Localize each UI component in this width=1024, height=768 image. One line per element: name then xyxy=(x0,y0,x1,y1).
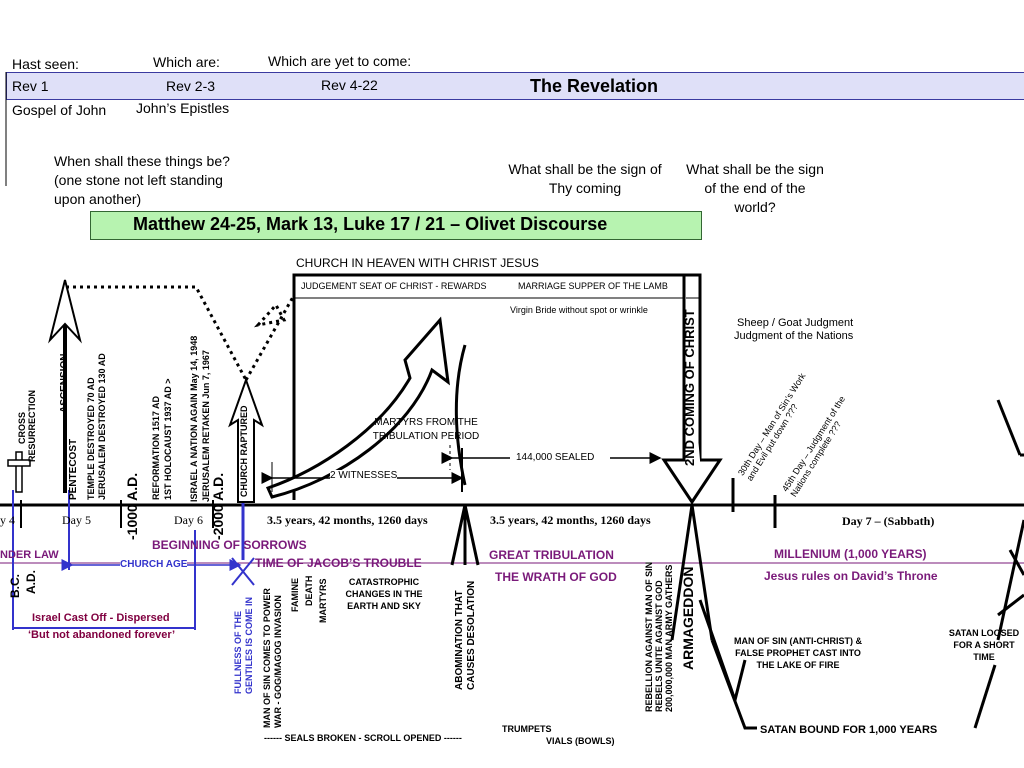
church-in-heaven-label: CHURCH IN HEAVEN WITH CHRIST JESUS xyxy=(296,256,539,270)
which-are-label: Which are: xyxy=(153,54,220,70)
rebellion-text-2: REBELS UNITE AGAINST GOD xyxy=(654,580,664,712)
jerusalem-text: JERUSALEM DESTROYED 130 AD xyxy=(97,353,107,500)
resurrection-text: RESURRECTION xyxy=(27,389,37,462)
reformation-holocaust-label: REFORMATION 1517 AD 1ST HOLOCAUST 1937 A… xyxy=(150,379,174,500)
satan-bound-label: SATAN BOUND FOR 1,000 YEARS xyxy=(760,724,938,736)
gospel-john-label: Gospel of John xyxy=(12,102,107,118)
question-sign-coming: What shall be the sign of Thy coming xyxy=(508,161,662,196)
two-witnesses-label: 2 WITNESSES xyxy=(330,470,398,481)
martyrs-trib-label: MARTYRS FROM THE TRIBULATION PERIOD xyxy=(372,417,480,442)
catastrophic-label: CATASTROPHIC CHANGES IN THE EARTH AND SK… xyxy=(345,577,423,611)
man-of-sin-lake-label: MAN OF SIN (ANTI-CHRIST) & FALSE PROPHET… xyxy=(734,636,862,670)
reformation-text: REFORMATION 1517 AD xyxy=(151,395,161,500)
olivet-discourse-banner xyxy=(90,211,702,240)
man-of-sin-text-1: MAN OF SIN COMES TO POWER xyxy=(262,588,272,728)
sealed-label: 144,000 SEALED xyxy=(516,452,595,463)
virgin-bride-label: Virgin Bride without spot or wrinkle xyxy=(510,305,648,315)
ascension-label: ASCENSION xyxy=(59,353,70,413)
under-law-label: NDER LAW xyxy=(0,549,59,561)
bc-label: B.C. xyxy=(8,574,22,598)
man-of-sin-power-label: MAN OF SIN COMES TO POWER WAR - GOG/MAGO… xyxy=(262,588,284,728)
years1-label: 3.5 years, 42 months, 1260 days xyxy=(267,513,428,527)
yet-to-come-label: Which are yet to come: xyxy=(268,53,412,69)
revelation-band xyxy=(6,72,1024,100)
rebellion-label: REBELLION AGAINST MAN OF SIN REBELS UNIT… xyxy=(644,562,674,712)
day7-label: Day 7 – (Sabbath) xyxy=(842,514,935,528)
day6-label: Day 6 xyxy=(174,513,203,527)
famine-label: FAMINE xyxy=(290,577,300,612)
seals-label: ------ SEALS BROKEN - SCROLL OPENED ----… xyxy=(264,733,462,743)
day5-label: Day 5 xyxy=(62,513,91,527)
marriage-supper-label: MARRIAGE SUPPER OF THE LAMB xyxy=(518,281,668,291)
ad-label: A.D. xyxy=(24,570,38,594)
millenium-label: MILLENIUM (1,000 YEARS) xyxy=(774,547,927,561)
man-of-sin-text-2: WAR - GOG/MAGOG INVASION xyxy=(273,595,283,728)
davids-throne-label: Jesus rules on David’s Throne xyxy=(764,569,938,583)
rebellion-text-3: 200,000,000 MAN ARMY GATHERS xyxy=(664,564,674,712)
hast-seen-label: Hast seen: xyxy=(12,56,79,72)
death-label: DEATH xyxy=(304,575,314,606)
revelation-title: The Revelation xyxy=(530,76,659,96)
question-stones: When shall these things be? (one stone n… xyxy=(54,153,230,207)
olivet-title: Matthew 24-25, Mark 13, Luke 17 / 21 – O… xyxy=(133,214,608,234)
beginning-sorrows-label: BEGINNING OF SORROWS xyxy=(152,538,307,552)
abomination-label: ABOMINATION THAT CAUSES DESOLATION xyxy=(454,581,478,690)
satan-loosed-label: SATAN LOOSED FOR A SHORT TIME xyxy=(948,628,1020,662)
abomination-text-1: ABOMINATION THAT xyxy=(454,590,465,690)
vials-label: VIALS (BOWLS) xyxy=(546,736,615,746)
fullness-gentiles-label: FULLNESS OF THE GENTILES IS COME IN xyxy=(233,597,255,694)
jacobs-trouble-label: TIME OF JACOB’S TROUBLE xyxy=(255,556,422,570)
church-age-label: CHURCH AGE xyxy=(120,559,188,570)
judgment-nations-label: Judgment of the Nations xyxy=(734,330,854,342)
rev1-label: Rev 1 xyxy=(12,78,49,94)
armageddon-label: ARMAGEDDON xyxy=(680,566,696,670)
sheep-goat-label: Sheep / Goat Judgment xyxy=(737,317,854,329)
judgement-seat-label: JUDGEMENT SEAT OF CHRIST - REWARDS xyxy=(301,281,487,291)
rebellion-text-1: REBELLION AGAINST MAN OF SIN xyxy=(644,561,654,712)
great-tribulation-label: GREAT TRIBULATION xyxy=(489,548,614,562)
abomination-text-2: CAUSES DESOLATION xyxy=(466,580,477,690)
johns-epistles-label: John’s Epistles xyxy=(136,100,230,116)
trumpets-label: TRUMPETS xyxy=(502,724,552,734)
ad1000-label: -1000 A.D. xyxy=(124,472,140,540)
years2-label: 3.5 years, 42 months, 1260 days xyxy=(490,513,651,527)
holocaust-text: 1ST HOLOCAUST 1937 AD > xyxy=(163,378,173,500)
day4-label: y 4 xyxy=(0,513,15,527)
raptured-label: CHURCH RAPTURED xyxy=(239,405,249,498)
israel-jerusalem-label: ISRAEL A NATION AGAIN May 14, 1948 JERUS… xyxy=(188,336,212,502)
fullness-text-1: FULLNESS OF THE xyxy=(233,611,243,694)
cross-text: CROSS xyxy=(17,411,27,444)
israel-nation-text: ISRAEL A NATION AGAIN May 14, 1948 xyxy=(189,335,199,502)
fullness-text-2: GENTILES IS COME IN xyxy=(244,596,254,694)
pentecost-label: PENTECOST xyxy=(68,438,79,500)
wrath-of-god-label: THE WRATH OF GOD xyxy=(495,570,617,584)
ad2000-label: -2000 A.D. xyxy=(210,472,226,540)
question-end-world: What shall be the sign of the end of the… xyxy=(686,161,824,215)
cross-resurrection-label: CROSS RESURRECTION xyxy=(17,390,37,462)
martyrs-label: MARTYRS xyxy=(318,578,328,624)
israel-cast-off-label: Israel Cast Off - Dispersed xyxy=(32,612,170,624)
second-coming-label: 2ND COMING OF CHRIST xyxy=(682,309,697,466)
rev23-label: Rev 2-3 xyxy=(166,78,216,94)
temple-text: TEMPLE DESTROYED 70 AD xyxy=(86,377,96,500)
rev422-label: Rev 4-22 xyxy=(321,77,378,93)
temple-jerusalem-label: TEMPLE DESTROYED 70 AD JERUSALEM DESTROY… xyxy=(86,353,108,500)
not-abandoned-label: ‘But not abandoned forever’ xyxy=(28,629,176,641)
